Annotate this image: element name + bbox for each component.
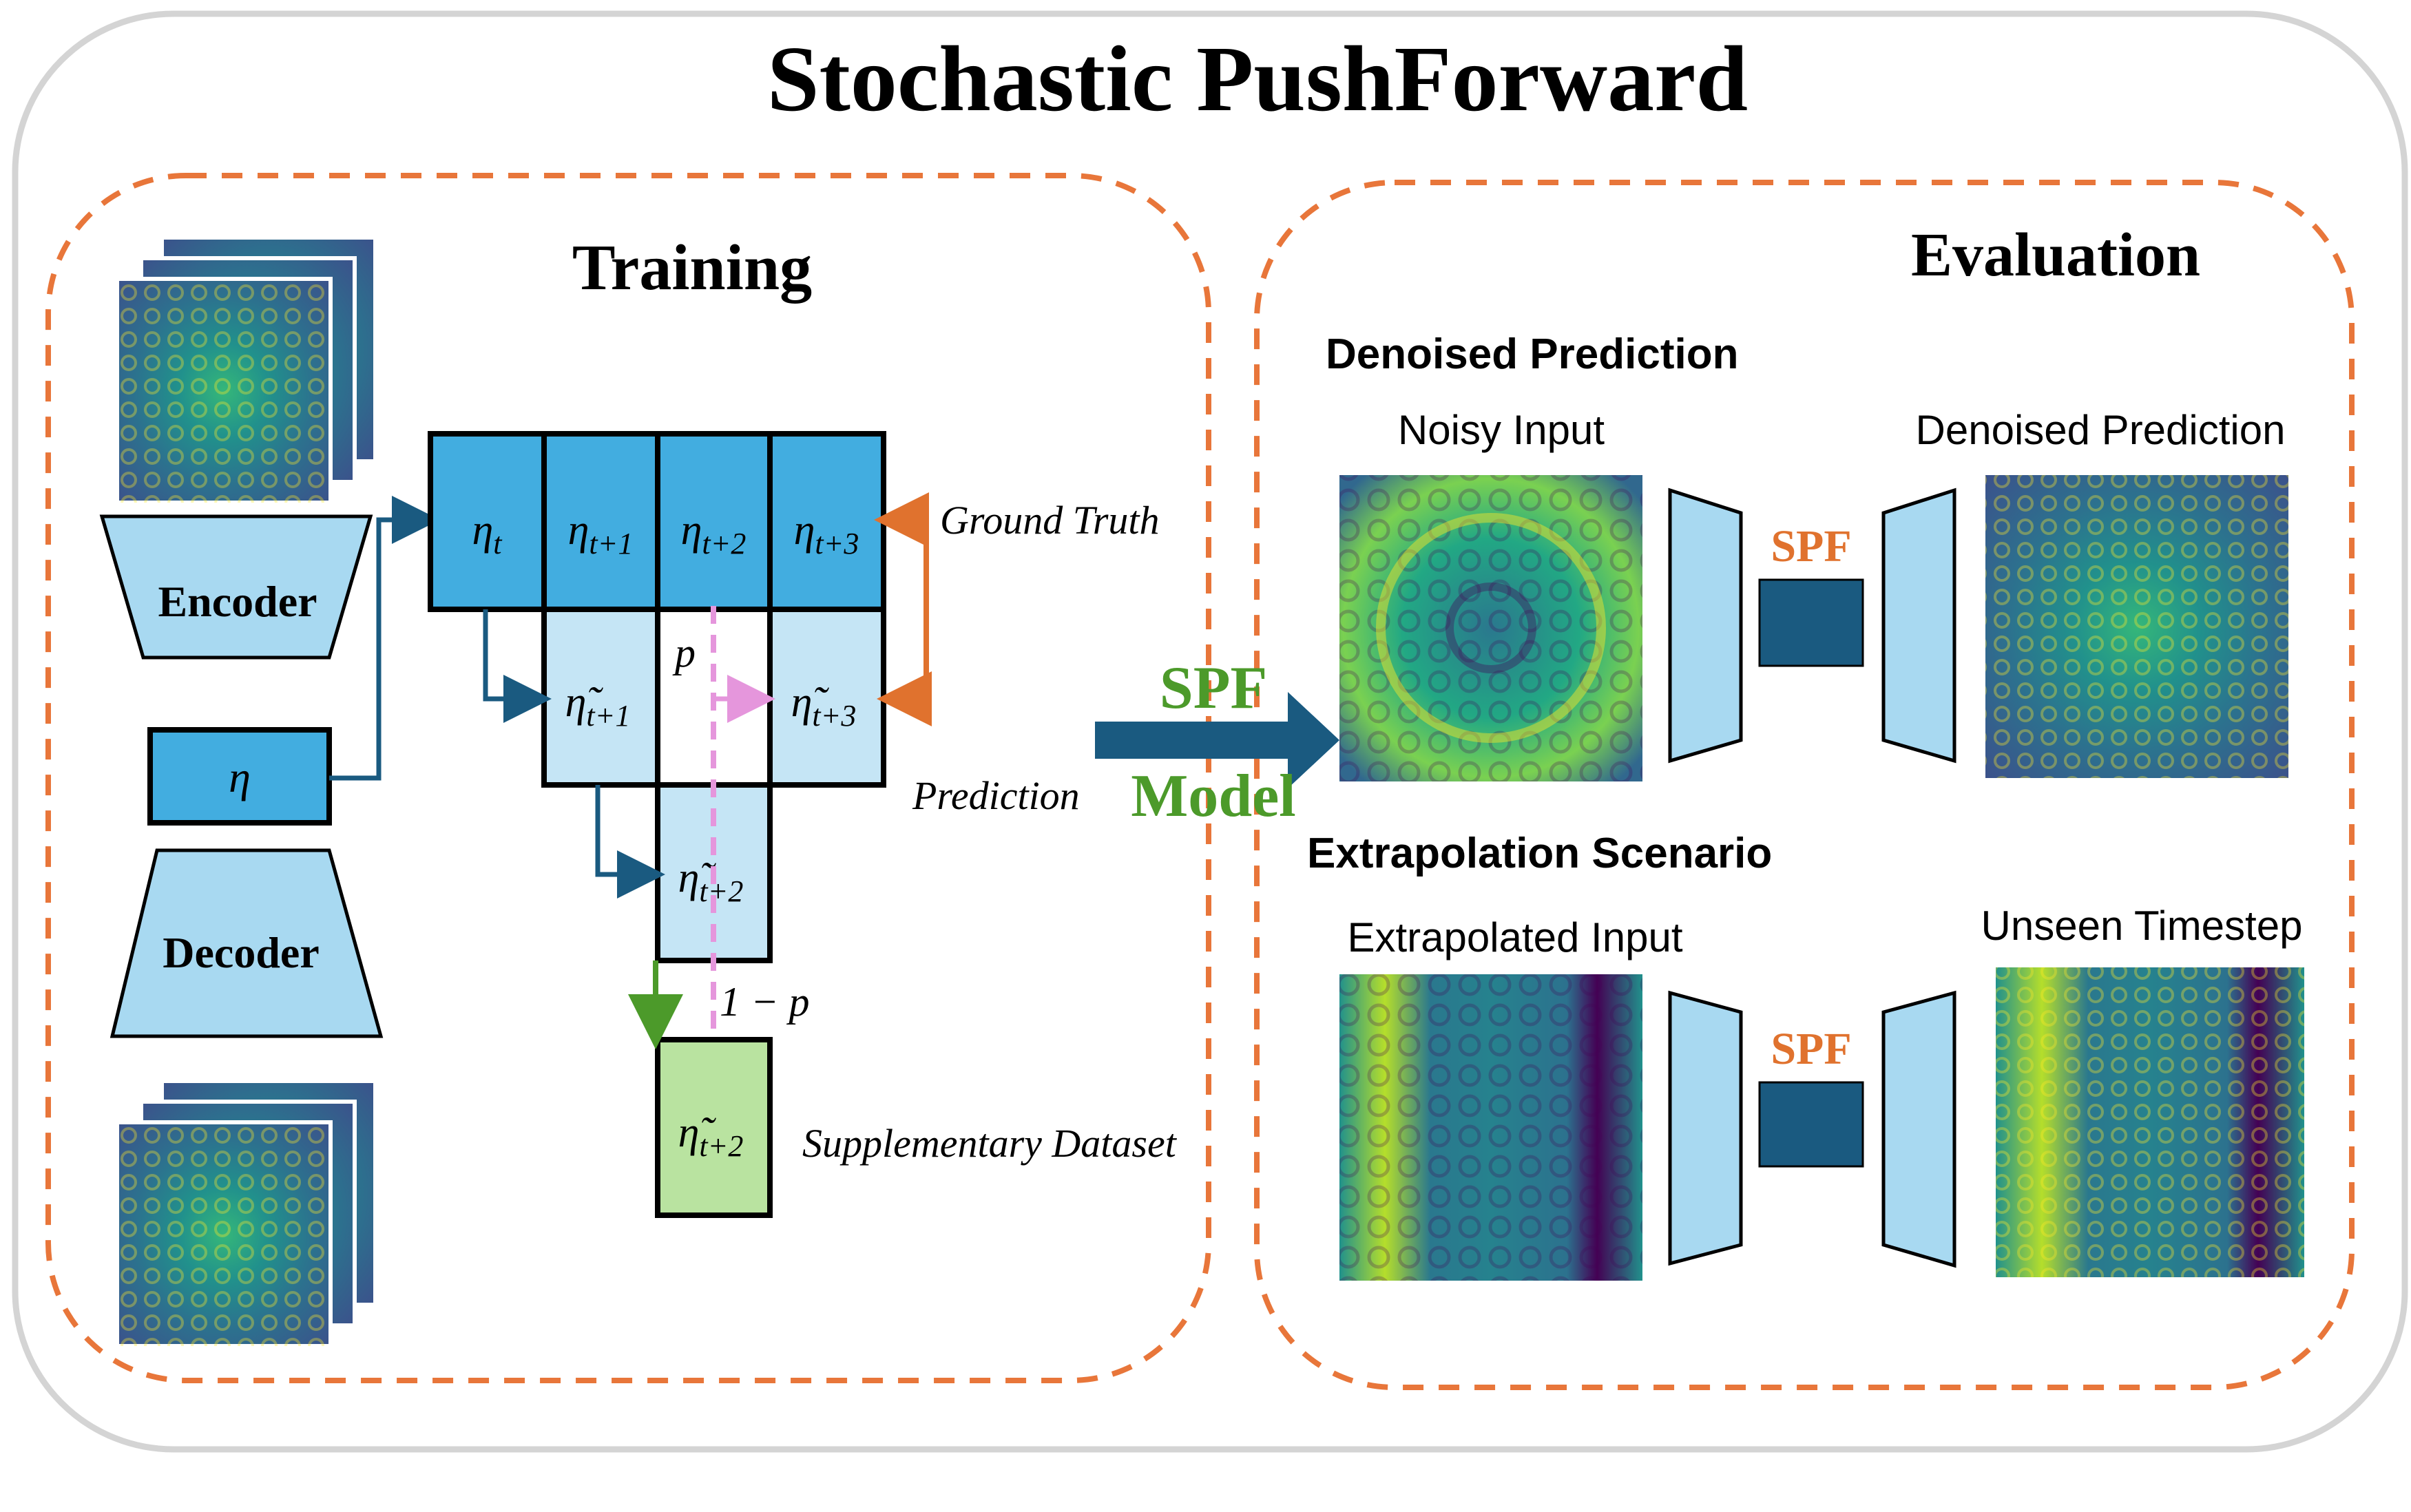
latent-box (147, 727, 332, 826)
spf-model-arrow (1095, 692, 1339, 788)
extrap-encoder-shape (1668, 990, 1743, 1266)
encoder-label: Encoder (158, 577, 317, 626)
extrapolated-input-label: Extrapolated Input (1347, 914, 1682, 960)
gt-to-pred-arrow (483, 609, 552, 723)
noisy-input-image (1339, 475, 1642, 781)
latent-label: η (229, 753, 251, 801)
evaluation-panel (1254, 180, 2355, 1390)
extrap-latent-block (1758, 1081, 1864, 1168)
unseen-timestep-image (1996, 967, 2304, 1277)
pred-to-pred-arrow (595, 785, 665, 899)
encoder-block (99, 514, 373, 660)
training-heading: Training (572, 232, 812, 304)
decoder-block (109, 848, 384, 1038)
supplementary-cell-box (655, 1037, 773, 1218)
diagram-title: Stochastic PushForward (767, 28, 1748, 131)
extrapolation-section-title: Extrapolation Scenario (1307, 830, 1772, 877)
arrow-label-model: Model (1131, 763, 1296, 830)
supplementary-label: Supplementary Dataset (802, 1121, 1178, 1166)
gt-cell-t2: ηt+2 (681, 507, 747, 560)
arrow-label-spf: SPF (1160, 655, 1267, 722)
output-image-stack (115, 1079, 377, 1348)
denoised-output-image (1985, 475, 2288, 778)
denoised-output-label: Denoised Prediction (1916, 407, 2286, 453)
denoise-model-label: SPF (1771, 521, 1851, 571)
ground-truth-row (428, 431, 886, 612)
gt-cell-t: ηt (472, 507, 503, 560)
unseen-timestep-label: Unseen Timestep (1981, 903, 2303, 949)
latent-to-sequence-arrow (329, 496, 440, 781)
input-image-stack (115, 235, 377, 505)
extrap-decoder-shape (1881, 990, 1956, 1268)
ground-truth-label: Ground Truth (940, 498, 1160, 543)
denoised-section-title: Denoised Prediction (1326, 330, 1738, 378)
gt-cell-t1: ηt+1 (568, 507, 634, 560)
denoise-decoder-shape (1881, 487, 1956, 764)
evaluation-heading: Evaluation (1911, 221, 2200, 289)
pred-cell-t3: η̃t+3 (791, 679, 857, 733)
training-panel (45, 173, 1211, 1383)
denoise-encoder-shape (1668, 487, 1743, 764)
supp-cell-t2: η̃t+2 (678, 1109, 744, 1163)
p-label: p (672, 630, 696, 675)
extrapolated-input-image (1339, 974, 1642, 1281)
decoder-label: Decoder (163, 928, 319, 977)
gt-cell-t3: ηt+3 (794, 507, 859, 560)
prediction-label: Prediction (912, 773, 1080, 818)
denoise-latent-block (1758, 578, 1864, 667)
extrap-model-label: SPF (1771, 1024, 1851, 1074)
noisy-input-label: Noisy Input (1398, 407, 1605, 453)
one-minus-p-label: 1 − p (720, 979, 810, 1025)
pred-cell-t2: η̃t+2 (678, 854, 744, 908)
